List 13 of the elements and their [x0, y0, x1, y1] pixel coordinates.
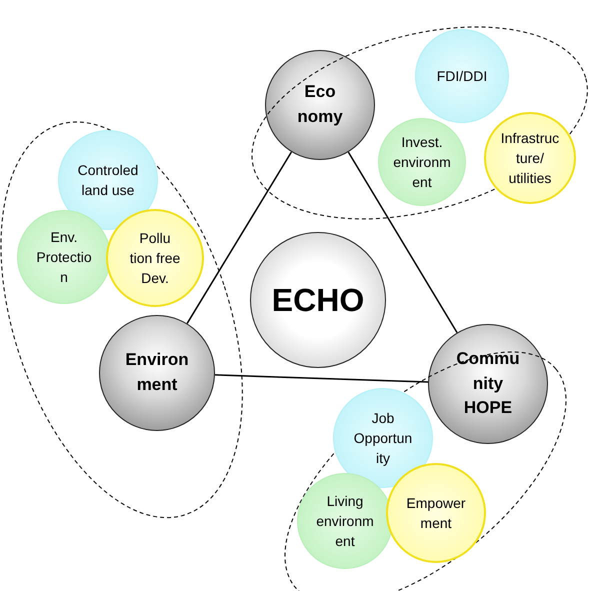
connector-line	[348, 152, 458, 333]
topic-circle: FDI/DDI	[414, 28, 509, 123]
topic-circle: Infrastruc ture/ utilities	[484, 112, 576, 204]
pillar-circle: Commu nity HOPE	[428, 324, 548, 444]
topic-circle: Invest. environm ent	[378, 118, 466, 206]
dashed-group-ellipse	[1, 122, 243, 518]
connector-line	[214, 374, 428, 383]
topic-circle: Living environm ent	[296, 472, 393, 569]
topic-circle: Env. Protectio n	[16, 210, 111, 304]
topic-circle: Pollu tion free Dev.	[106, 208, 204, 307]
dashed-group-ellipse	[252, 27, 588, 219]
connector-line	[186, 152, 292, 324]
center-circle: ECHO	[250, 232, 386, 368]
